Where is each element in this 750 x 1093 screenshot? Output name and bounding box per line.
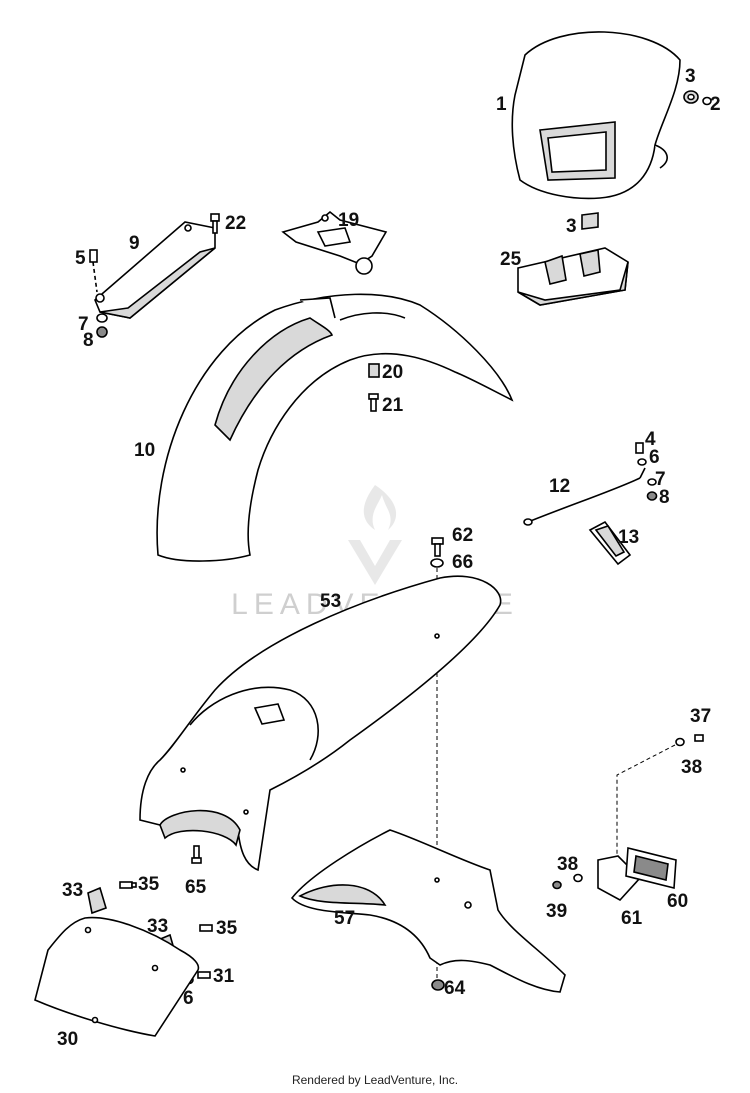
front-fender [156,293,514,562]
label-21: 21 [382,395,404,416]
number-plate [34,916,200,1037]
grommet-3-lower [581,212,599,230]
cable-12 [523,467,646,526]
bracket-19 [281,210,388,275]
callout-labels: 1 2 3 3 25 22 9 5 7 8 19 20 21 10 4 6 7 … [57,66,721,1050]
label-60: 60 [667,891,688,912]
washer-7-right [647,478,657,486]
label-61: 61 [621,908,643,929]
label-1: 1 [496,94,507,115]
label-65: 65 [185,877,207,898]
label-9: 9 [129,233,140,254]
label-39: 39 [546,901,567,922]
label-57: 57 [334,908,355,929]
inner-fender [290,829,566,993]
label-7-right: 7 [655,469,666,490]
label-35-top: 35 [138,874,160,895]
label-30: 30 [57,1029,78,1050]
screw-37 [694,734,704,742]
spacer-20 [368,363,380,378]
bolt-62 [431,537,444,557]
nut-2 [702,96,712,106]
nut-8-left [96,326,108,338]
bolt-4 [635,442,644,454]
clip-13 [588,520,632,566]
bolt-22 [210,213,220,234]
label-33-bottom: 33 [147,916,168,937]
headlight-mask [511,31,681,200]
washer-38-bottom [573,873,583,883]
bolt-65 [191,845,202,864]
label-10: 10 [134,440,155,461]
label-66: 66 [452,552,473,573]
bolt-21 [368,393,379,412]
headlight-unit [517,247,629,306]
label-38-top: 38 [681,757,702,778]
label-12: 12 [549,476,570,497]
washer-38-top [675,737,685,747]
label-19: 19 [338,210,359,231]
reflector-60 [625,846,677,890]
washer-6-right [637,458,647,466]
label-31: 31 [213,966,235,987]
footer-credit: Rendered by LeadVenture, Inc. [291,1073,459,1087]
grommet-3-top [683,90,699,104]
label-6-right: 6 [649,447,660,468]
rear-fender [139,575,502,872]
label-22: 22 [225,213,246,234]
label-62: 62 [452,525,473,546]
label-37: 37 [690,706,711,727]
label-4: 4 [645,429,656,450]
label-53: 53 [320,591,341,612]
clip-33-top [87,886,107,915]
label-6-bottom: 6 [183,988,194,1009]
nut-8-right [646,491,658,501]
label-20: 20 [382,362,403,383]
label-64: 64 [444,978,466,999]
washer-66 [430,558,444,568]
label-25: 25 [500,249,522,270]
screw-31 [197,971,211,979]
label-8-right: 8 [659,487,670,508]
label-3-lower: 3 [566,216,577,237]
bolt-5 [89,249,98,293]
screw-35-bottom [199,924,213,932]
bracket-61 [597,855,642,902]
leader-line-60 [616,744,676,862]
label-8-left: 8 [83,330,94,351]
nut-64 [431,979,445,991]
bracket-9 [94,221,216,319]
washer-7-left [96,313,108,323]
label-33-top: 33 [62,880,83,901]
label-7-left: 7 [78,314,89,335]
screw-35-top [119,881,137,889]
label-38-bottom: 38 [557,854,578,875]
watermark-logo [348,485,402,585]
label-35-bottom: 35 [216,918,238,939]
nut-39 [552,880,562,890]
label-3-top: 3 [685,66,696,87]
label-5: 5 [75,248,86,269]
label-13: 13 [618,527,639,548]
label-2: 2 [710,94,721,115]
